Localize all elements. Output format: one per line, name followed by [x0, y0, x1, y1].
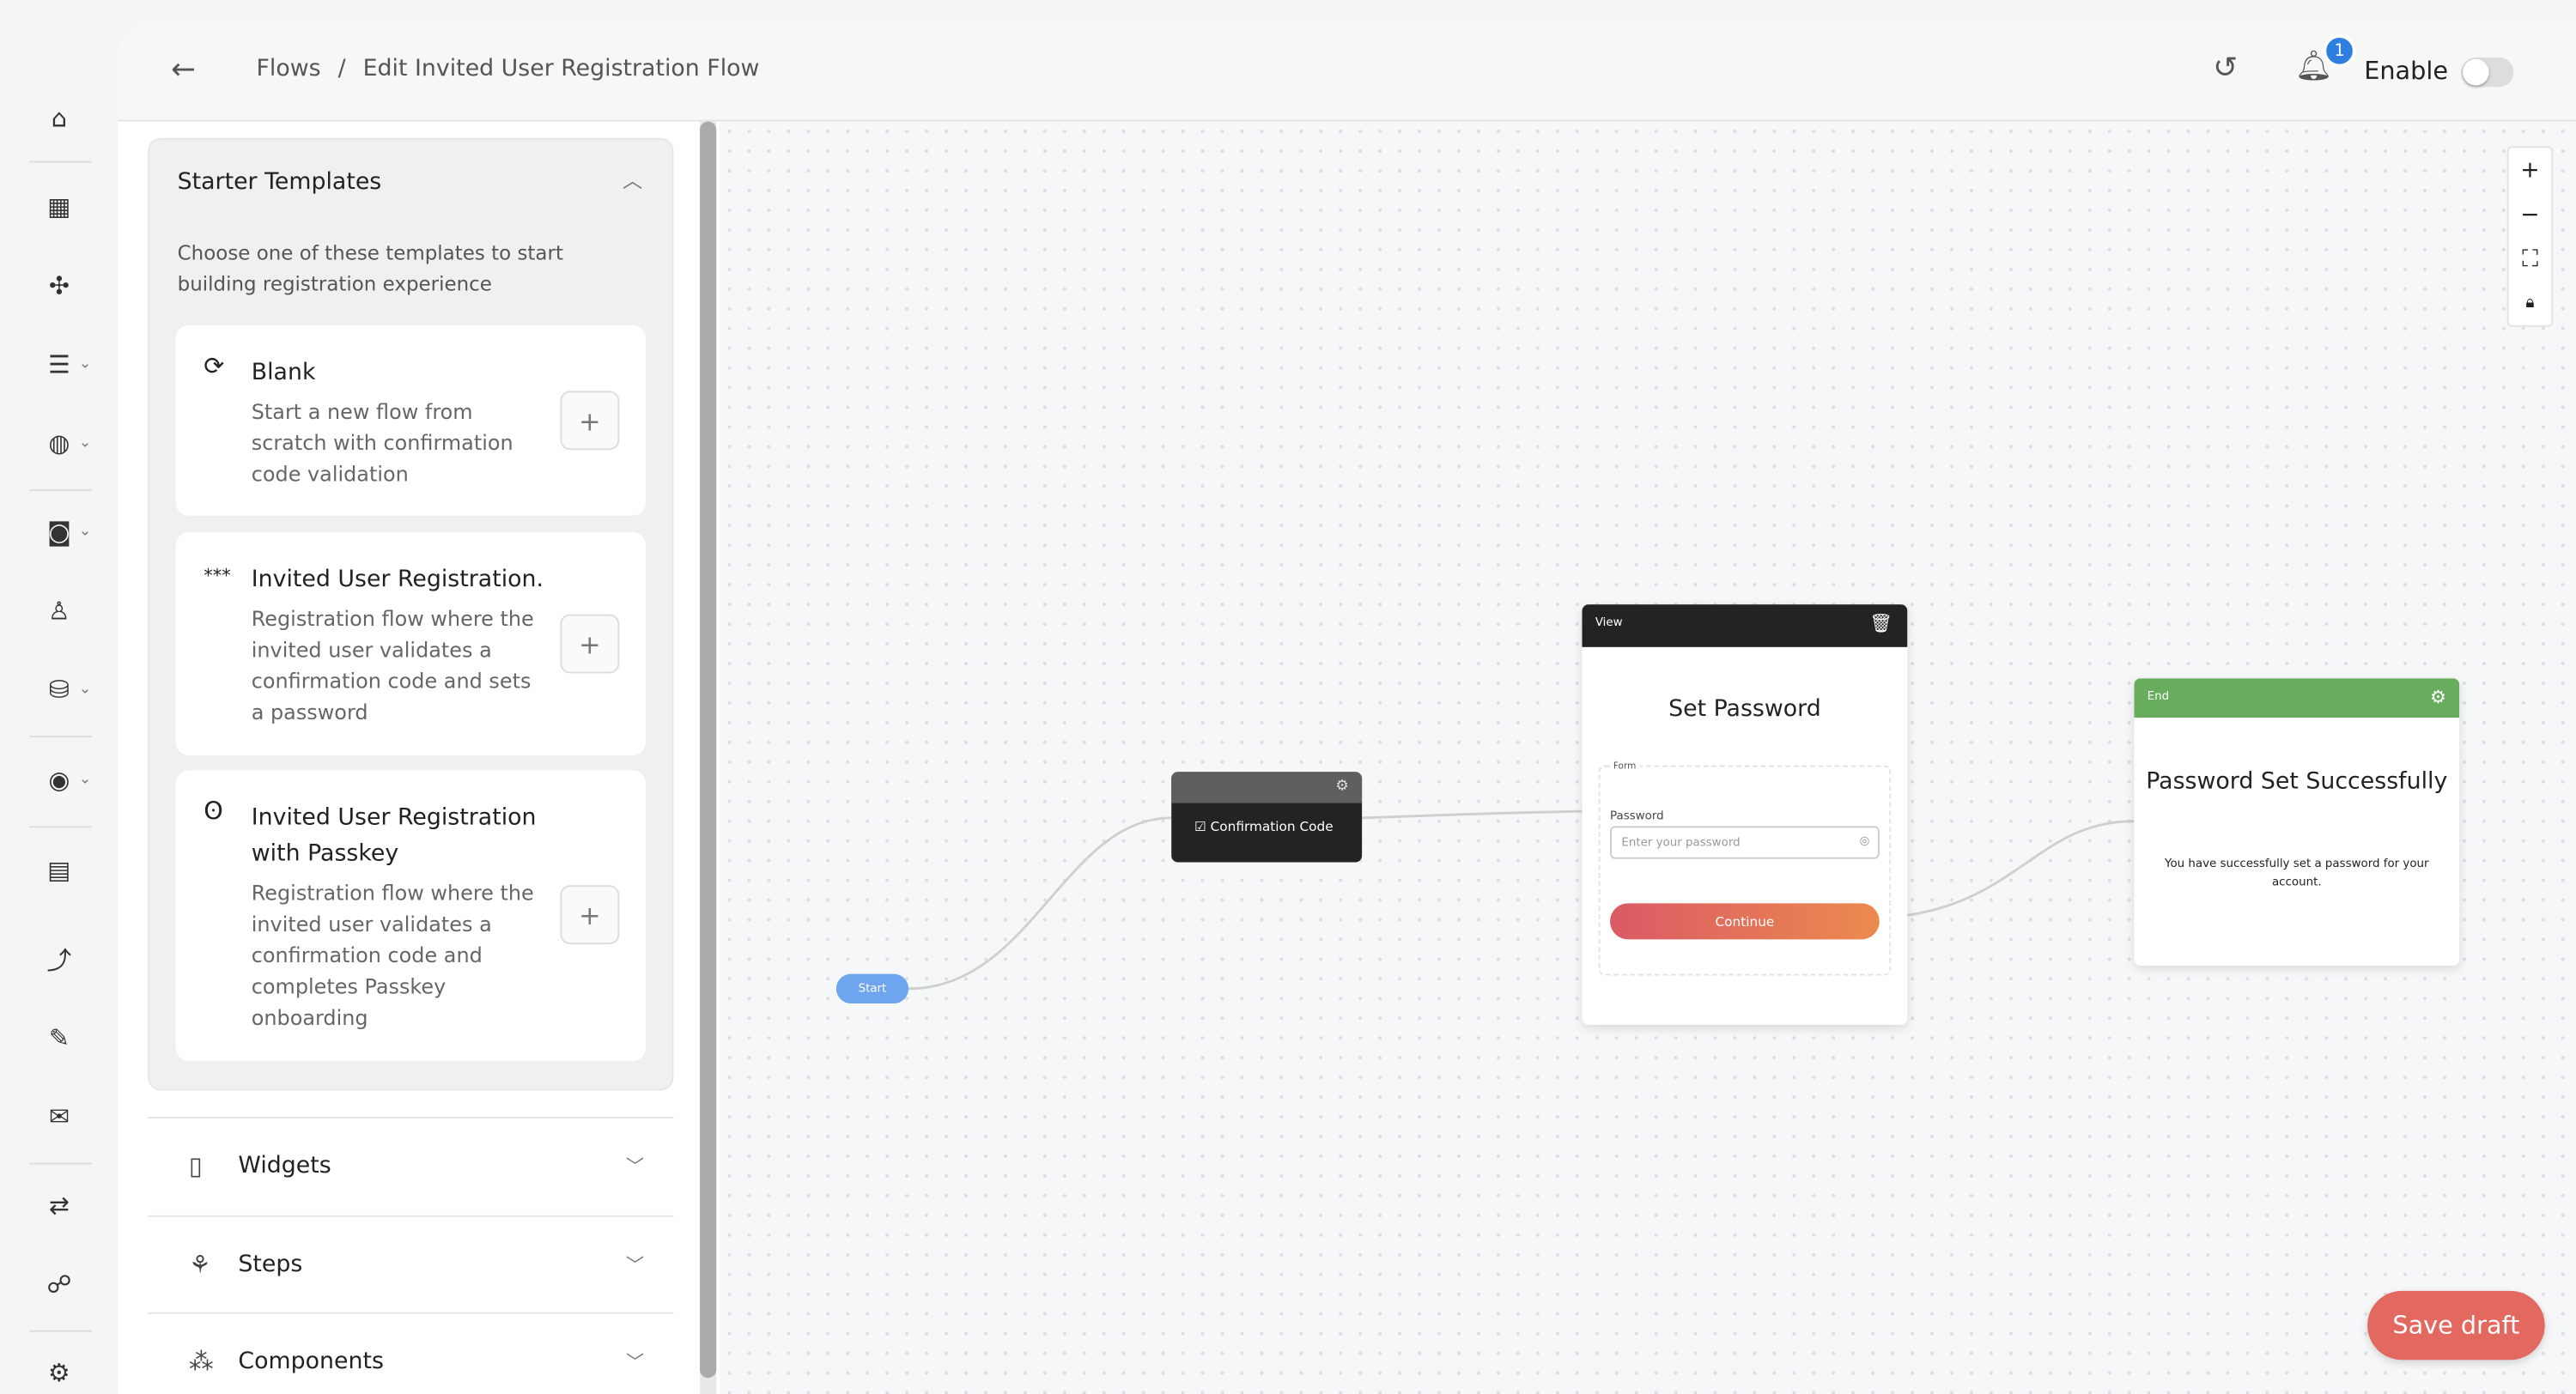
palette-icon[interactable]: ◍⌄: [48, 428, 92, 458]
breadcrumb-separator: /: [337, 56, 346, 82]
gear-icon[interactable]: ⚙: [2430, 686, 2446, 708]
continue-button[interactable]: Continue: [1610, 903, 1880, 940]
left-panel: Starter Templates ︿ Choose one of these …: [118, 121, 720, 1394]
edges: [908, 809, 2135, 991]
breadcrumb-flows[interactable]: Flows: [256, 56, 321, 82]
trash-icon[interactable]: 🗑︎: [1869, 612, 1893, 634]
steps-icon: ⚘: [189, 1250, 211, 1280]
password-placeholder: Enter your password: [1621, 835, 1741, 850]
add-template-button[interactable]: +: [560, 614, 620, 674]
settings-icon[interactable]: ⚙: [47, 1358, 70, 1388]
enable-label: Enable: [2364, 56, 2448, 86]
zoom-out-icon[interactable]: −: [2520, 201, 2540, 227]
mail-settings-icon[interactable]: ✉: [48, 1101, 70, 1132]
view-title: Set Password: [1668, 696, 1821, 723]
starter-templates-description: Choose one of these templates to start b…: [177, 241, 563, 296]
template-description: Start a new flow from scratch with confi…: [251, 398, 513, 487]
user-card-icon[interactable]: ◙⌄: [46, 517, 92, 548]
webhook-icon[interactable]: ☍: [46, 1269, 72, 1300]
section-label: Components: [238, 1348, 384, 1375]
template-blank[interactable]: ⟳ Blank Start a new flow from scratch wi…: [175, 324, 646, 516]
end-title: Password Set Successfully: [2146, 768, 2448, 796]
add-template-button[interactable]: +: [560, 885, 620, 945]
home-icon[interactable]: ⌂: [51, 103, 67, 133]
back-arrow-icon[interactable]: ←: [170, 52, 196, 88]
end-description: You have successfully set a password for…: [2165, 857, 2429, 889]
end-node[interactable]: End ⚙ Password Set Successfully You have …: [2134, 678, 2460, 967]
building-icon[interactable]: ▤: [47, 855, 71, 886]
flow-canvas[interactable]: + − ⛶ 🔒︎ Start ⚙ ☑ Confirmation Code Vie…: [720, 121, 2576, 1394]
widgets-icon: ▯: [189, 1151, 203, 1181]
starter-templates: Starter Templates ︿ Choose one of these …: [148, 137, 674, 1091]
notification-badge: 1: [2323, 34, 2356, 68]
side-rail: ⌂ ▦ ✣ ☰⌄ ◍⌄ ◙⌄ ♙ ⛁⌄ ◉⌄ ▤ ⤴ ✎ ✉ ⇄ ☍ ⚙: [0, 0, 118, 1394]
user-icon[interactable]: ♙: [47, 596, 70, 626]
network-icon[interactable]: ✣: [48, 270, 70, 301]
section-components[interactable]: ⁂ Components ﹀: [148, 1312, 674, 1394]
chevron-up-icon[interactable]: ︿: [623, 169, 643, 192]
form-label: Form: [1610, 761, 1640, 773]
panel-scrollbar[interactable]: [700, 121, 717, 1394]
template-invited-user[interactable]: *** Invited User Registration. Registrat…: [175, 531, 646, 756]
lock-icon[interactable]: 🔒︎: [2525, 294, 2535, 312]
history-icon[interactable]: ↺: [2213, 51, 2239, 86]
template-description: Registration flow where the invited user…: [251, 880, 534, 1030]
add-template-button[interactable]: +: [560, 391, 620, 451]
fit-view-icon[interactable]: ⛶: [2522, 245, 2538, 272]
edge-confirmation-view: [1362, 809, 1583, 820]
section-label: Steps: [238, 1251, 303, 1278]
form-block: Form Password Enter your password ◎ Conti…: [1598, 761, 1892, 976]
starter-templates-title[interactable]: Starter Templates: [177, 169, 382, 196]
section-widgets[interactable]: ▯ Widgets ﹀: [148, 1117, 674, 1215]
header: ← Flows / Edit Invited User Registration…: [118, 19, 2576, 122]
template-title: Invited User Registration.: [251, 567, 544, 593]
flow-icon[interactable]: ⇄: [48, 1191, 70, 1221]
gear-icon[interactable]: ⚙: [1335, 778, 1349, 796]
password-label: Password: [1610, 809, 1664, 823]
password-input[interactable]: Enter your password ◎: [1610, 826, 1880, 859]
node-label: Confirmation Code: [1210, 819, 1334, 834]
asterisks-icon: ***: [204, 565, 231, 587]
chevron-down-icon: ﹀: [625, 1351, 645, 1373]
template-description: Registration flow where the invited user…: [251, 606, 534, 724]
template-title: Invited User Registration with Passkey: [251, 804, 537, 868]
section-steps[interactable]: ⚘ Steps ﹀: [148, 1215, 674, 1314]
template-title: Blank: [251, 360, 316, 386]
flow-editor: ← Flows / Edit Invited User Registration…: [118, 19, 2576, 1394]
save-draft-button[interactable]: Save draft: [2367, 1290, 2545, 1361]
breadcrumb: Flows / Edit Invited User Registration F…: [256, 56, 769, 82]
eye-icon[interactable]: ◎: [1859, 833, 1870, 848]
confirmation-code-node[interactable]: ⚙ ☑ Confirmation Code: [1171, 772, 1363, 863]
route-icon[interactable]: ⤴: [46, 945, 72, 975]
enable-toggle[interactable]: [2461, 57, 2514, 88]
checkbox-icon: ☑: [1194, 819, 1211, 834]
chevron-down-icon: ﹀: [625, 1254, 645, 1276]
database-icon[interactable]: ⛁⌄: [48, 675, 92, 705]
refresh-icon: ⟳: [204, 351, 225, 381]
eye-icon[interactable]: ◉⌄: [48, 765, 92, 796]
list-icon[interactable]: ☰⌄: [47, 349, 92, 379]
zoom-in-icon[interactable]: +: [2520, 156, 2540, 184]
breadcrumb-current: Edit Invited User Registration Flow: [362, 56, 760, 82]
view-node[interactable]: View 🗑︎ Set Password Form Password Enter …: [1582, 604, 1908, 1025]
components-icon: ⁂: [189, 1346, 214, 1377]
template-invited-user-passkey[interactable]: ʘ Invited User Registration with Passkey…: [175, 770, 646, 1061]
start-node[interactable]: Start: [835, 973, 909, 1004]
node-header: End: [2147, 689, 2170, 703]
edit-icon[interactable]: ✎: [48, 1022, 70, 1053]
chevron-down-icon: ﹀: [625, 1155, 645, 1178]
edge-start-confirmation: [908, 816, 1172, 991]
zoom-controls: + − ⛶ 🔒︎: [2506, 146, 2554, 327]
section-label: Widgets: [238, 1153, 331, 1179]
node-header: View: [1595, 615, 1623, 629]
fingerprint-icon: ʘ: [204, 796, 223, 827]
edge-view-end: [1880, 820, 2135, 919]
grid-icon[interactable]: ▦: [47, 191, 71, 222]
